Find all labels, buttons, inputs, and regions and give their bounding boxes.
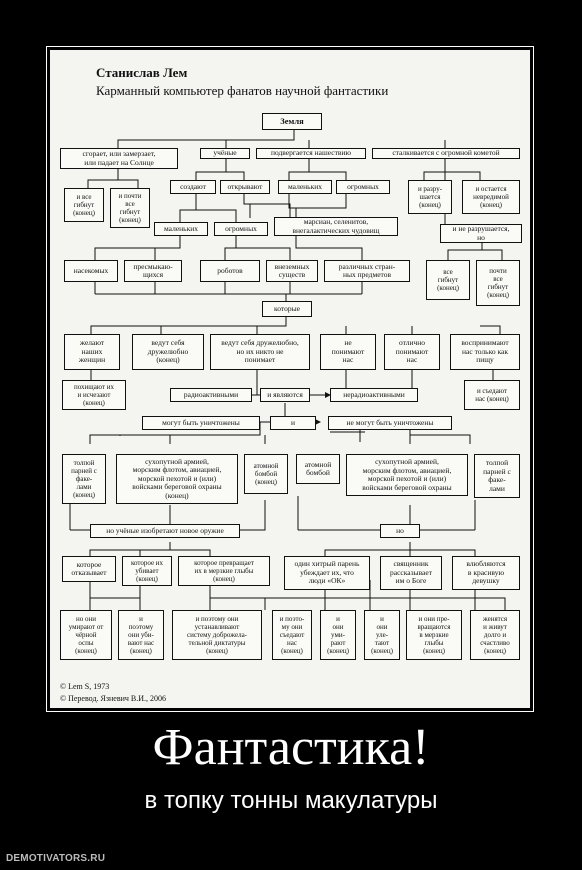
node-vse-gibnut-1: и все гибнут (конец) xyxy=(64,188,104,222)
node-nikto: ведут себя дружелюбно, но их никто не по… xyxy=(210,334,310,370)
node-pochti-1: и почти все гибнут (конец) xyxy=(110,188,150,228)
node-bomba-2: атомной бомбой xyxy=(296,454,340,484)
node-sedayut: и съедают нас (конец) xyxy=(464,380,520,410)
node-svyashennik: священник рассказывает им о Боге xyxy=(380,556,442,590)
node-robotov: роботов xyxy=(200,260,260,282)
flowchart-sheet: Станислав Лем Карманный компьютер фанато… xyxy=(50,50,530,708)
node-nasekomyh: насекомых xyxy=(64,260,118,282)
node-predmetov: различных стран- ных предметов xyxy=(324,260,410,282)
node-vnezemnyh: внеземных существ xyxy=(266,260,318,282)
node-malenkih-1: маленьких xyxy=(278,180,332,194)
node-poetomu-sedayut: и поэто- му они съедают нас (конец) xyxy=(272,610,312,660)
node-pochti-2: почти все гибнут (конец) xyxy=(476,260,520,306)
diagram-title: Карманный компьютер фанатов научной фант… xyxy=(96,83,389,98)
node-mogut: могут быть уничтожены xyxy=(142,416,260,430)
node-ogromnyh-1: огромных xyxy=(336,180,390,194)
node-kotorye: которые xyxy=(262,301,312,317)
node-sozdayut: создают xyxy=(170,180,216,194)
node-ne-razrushaetsya: и не разрушается, но xyxy=(440,224,522,243)
node-sgoraet: сгорает, или замерзает, или падает на Со… xyxy=(60,148,178,169)
node-oruzhie: но учёные изобретают новое оружие xyxy=(90,524,240,538)
node-no: но xyxy=(380,524,420,538)
node-ubivaet: которое их убивает (конец) xyxy=(122,556,172,586)
node-otkryvayut: открывают xyxy=(220,180,270,194)
poster-caption: Фантастика! xyxy=(152,719,430,776)
node-pishu: воспринимают нас только как пищу xyxy=(450,334,520,370)
node-radioaktivnymi: радиоактивными xyxy=(170,388,252,402)
node-marsian: марсиан, селенитов, внегалактических чуд… xyxy=(274,217,398,236)
node-ospa: но они умирают от чёрной оспы (конец) xyxy=(60,610,112,660)
node-uletayut: и они уле- тают (конец) xyxy=(364,610,400,660)
node-kometa: сталкивается с огромной кометой xyxy=(372,148,520,159)
node-poetomu-ubivayut: и поэтому они уби- вают нас (конец) xyxy=(118,610,164,660)
node-i: и xyxy=(270,416,316,430)
poster-subcaption: в топку тонны макулатуры xyxy=(144,787,438,814)
node-tolpoy-1: толпой парней с факе- лами (конец) xyxy=(62,454,106,504)
node-umirayut: и они уми- рают (конец) xyxy=(320,610,356,660)
node-nashestvie: подвергается нашествию xyxy=(256,148,366,159)
node-glyby-2: и они пре- вращаются в мерзкие глыбы (ко… xyxy=(406,610,462,660)
node-presmykayushih: пресмыкаю- щихся xyxy=(124,260,182,282)
node-paren: один хитрый парень убеждает их, что люди… xyxy=(284,556,370,590)
watermark: DEMOTIVATORS.RU xyxy=(6,853,106,864)
node-zhelayut: желают наших женщин xyxy=(64,334,120,370)
node-tolpoy-2: толпой парней с факе- лами xyxy=(474,454,520,498)
node-malenkih-2: маленьких xyxy=(154,222,208,236)
node-bomba-1: атомной бомбой (конец) xyxy=(244,454,288,494)
node-otkazyvaet: которое отказывает xyxy=(62,556,116,582)
node-ne-ponimayut: не понимают нас xyxy=(320,334,376,370)
node-armiey-1: сухопутной армией, морским флотом, авиац… xyxy=(116,454,238,504)
node-razrushaetsya: и разру- шается (конец) xyxy=(408,180,452,214)
node-zhenyatsya: женятся и живут долго и счастливо (конец… xyxy=(470,610,520,660)
node-vlyublyayutsya: влюбляются в красивую девушку xyxy=(452,556,520,590)
author-name: Станислав Лем xyxy=(96,65,188,80)
copyright-line-2: © Перевод. Язневич В.И., 2006 xyxy=(60,694,167,703)
node-ogromnyh-2: огромных xyxy=(214,222,268,236)
node-zemlya: Земля xyxy=(262,113,322,130)
node-otlichno: отлично понимают нас xyxy=(384,334,440,370)
node-vse-gibnut-2: все гибнут (конец) xyxy=(426,260,470,300)
node-armiey-2: сухопутной армией, морским флотом, авиац… xyxy=(346,454,468,496)
copyright-line-1: © Lem S, 1973 xyxy=(60,682,110,691)
node-glyby-1: которое превращает их в мерзкие глыбы (к… xyxy=(178,556,270,586)
node-pohishayut: похищают их и исчезают (конец) xyxy=(62,380,126,410)
node-diktatura: и поэтому они устанавливают систему добр… xyxy=(172,610,262,660)
node-ne-mogut: не могут быть уничтожены xyxy=(328,416,452,430)
node-nevredimoy: и остается невредимой (конец) xyxy=(462,180,520,214)
node-neradioaktivnymi: нерадиоактивными xyxy=(330,388,418,402)
node-yavlyayutsya: и являются xyxy=(260,388,310,402)
node-druzhelyubno: ведут себя дружелюбно (конец) xyxy=(132,334,204,370)
node-uchenye: учёные xyxy=(200,148,250,159)
